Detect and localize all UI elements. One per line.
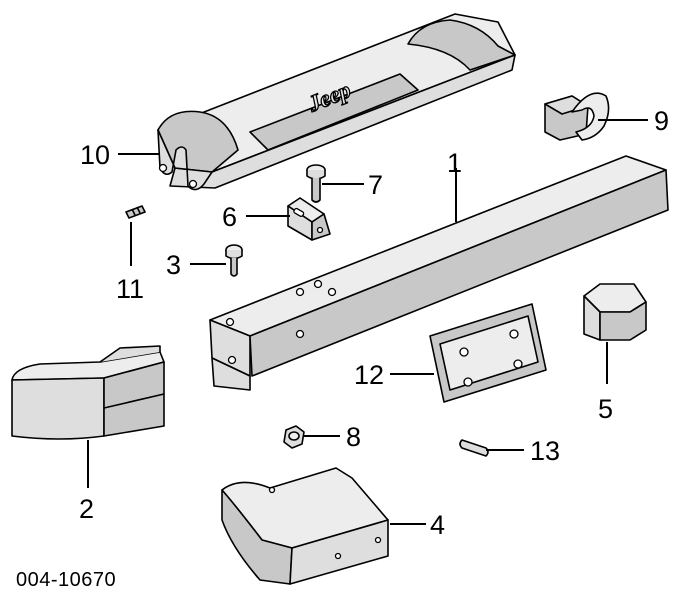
callout-labels: 1 2 3 4 5 6 7 8 9 10 11 12 13: [79, 106, 669, 540]
bumper-bar-part: [209, 155, 669, 391]
bolt-part-7: [306, 164, 326, 203]
leader-lines: [87, 119, 648, 525]
end-cap-right-part: [583, 283, 647, 341]
bolt-part-3: [225, 244, 243, 277]
end-cap-left-part: [11, 345, 165, 440]
nut-part-8: [283, 425, 305, 449]
callout-1: 1: [447, 148, 462, 178]
corner-guard-part: [221, 467, 389, 585]
pin-part-11: [125, 205, 146, 219]
callout-11: 11: [116, 274, 144, 304]
callout-5: 5: [598, 394, 613, 424]
tow-hook-part: [544, 92, 610, 141]
mounting-bracket-part: [287, 197, 331, 241]
callout-12: 12: [354, 360, 384, 390]
callout-8: 8: [346, 422, 361, 452]
callout-10: 10: [80, 140, 110, 170]
callout-3: 3: [166, 250, 181, 280]
callout-4: 4: [430, 510, 445, 540]
pin-part-13: [459, 439, 489, 457]
callout-6: 6: [222, 202, 237, 232]
drawing-code-label: 004-10670: [16, 569, 116, 591]
license-bracket-part: [429, 303, 547, 403]
callout-13: 13: [530, 436, 560, 466]
callout-2: 2: [79, 494, 94, 524]
callout-7: 7: [368, 170, 383, 200]
step-pad-part: Jeep: [157, 13, 516, 191]
callout-9: 9: [654, 106, 669, 136]
